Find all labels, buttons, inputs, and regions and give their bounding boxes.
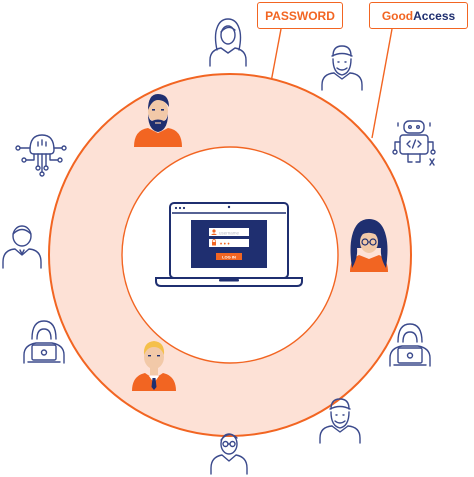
login-button-label: LOG IN (222, 254, 236, 259)
goodaccess-connector (371, 28, 393, 139)
password-label-text: PASSWORD (265, 8, 335, 23)
circuit-icon (15, 134, 67, 177)
username-field (209, 228, 249, 236)
login-button (216, 253, 242, 260)
man-user-icon (2, 225, 42, 269)
blond-man-avatar (132, 341, 176, 391)
woman-with-glasses-avatar (350, 219, 388, 272)
robot-icon (392, 120, 436, 166)
password-label: PASSWORD (257, 2, 343, 29)
hacker-laptop-icon-right (389, 323, 431, 367)
brand-access-text: Access (413, 8, 456, 23)
username-placeholder: username (219, 231, 240, 236)
brand-good-text: Good (381, 8, 414, 23)
laptop-icon: username • • • LOG IN (155, 202, 303, 287)
hacker-laptop-icon-left (23, 320, 65, 364)
woman-user-icon (209, 18, 247, 67)
bearded-man-icon (321, 45, 363, 91)
password-mask: • • • (220, 242, 230, 248)
password-field (209, 239, 249, 247)
bearded-man-avatar (134, 94, 182, 147)
man-with-glasses-icon (210, 433, 248, 475)
